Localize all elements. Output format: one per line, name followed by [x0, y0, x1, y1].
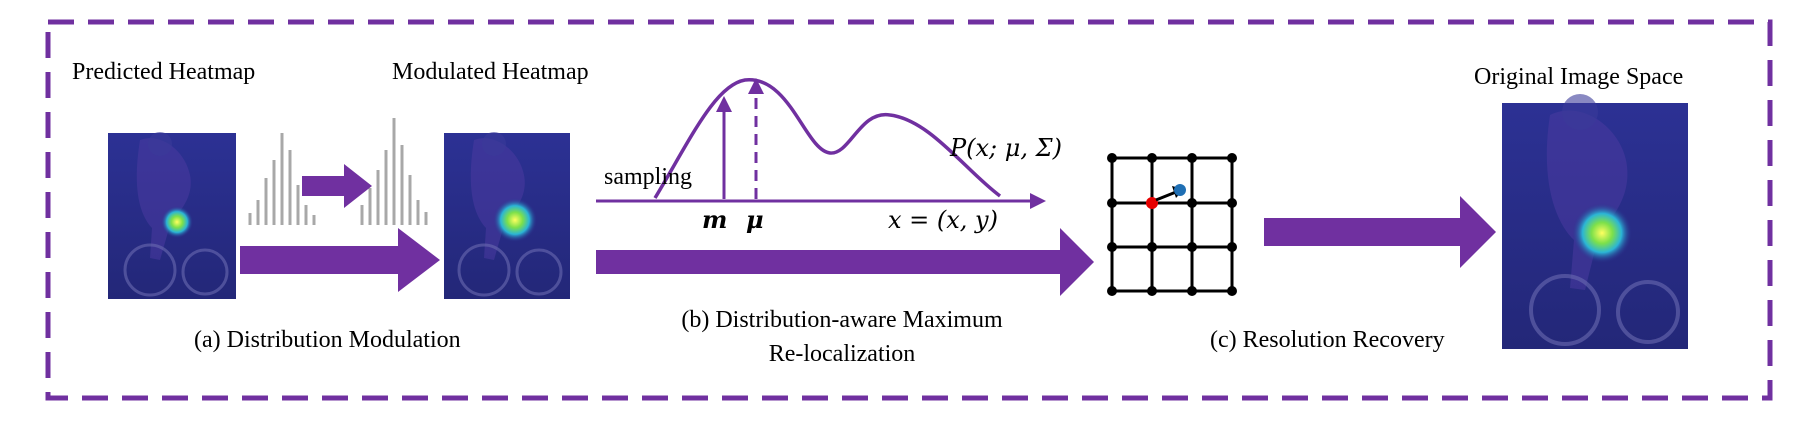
- step-b-label-line1: (b) Distribution-aware Maximum: [681, 307, 1003, 333]
- red-maximum-point: [1146, 197, 1158, 209]
- original-image: [1502, 94, 1688, 349]
- x-definition-label: x = (x, y): [888, 206, 998, 234]
- arrow-b-icon: [596, 228, 1094, 296]
- pdf-curve: [653, 78, 1002, 199]
- modulated-heatmap-label: Modulated Heatmap: [392, 59, 589, 85]
- histogram-before: [248, 133, 316, 225]
- refine-arrow: [1155, 190, 1177, 202]
- step-b-label-line2: Re-localization: [768, 341, 916, 367]
- grid-nodes: [1107, 153, 1237, 296]
- predicted-heatmap-image: [108, 132, 236, 299]
- sampling-label: sampling: [604, 164, 692, 190]
- original-image-space-label: Original Image Space: [1474, 64, 1684, 90]
- distribution-plot: [596, 78, 1046, 209]
- histogram-after: [360, 118, 428, 225]
- pdf-label: P(x; μ, Σ): [950, 134, 1062, 162]
- dashed-frame: [45, 19, 1773, 401]
- step-a-label: (a) Distribution Modulation: [194, 327, 461, 353]
- arrow-c-icon: [1264, 196, 1496, 268]
- step-c-label: (c) Resolution Recovery: [1210, 327, 1445, 353]
- pixel-grid: [1110, 156, 1234, 293]
- x-axis-arrowhead: [1030, 193, 1046, 209]
- blue-refined-point: [1174, 184, 1186, 196]
- m-label: m: [702, 205, 728, 234]
- modulated-heatmap-image: [444, 132, 570, 299]
- predicted-heatmap-label: Predicted Heatmap: [72, 59, 256, 85]
- mu-label: μ: [746, 205, 764, 234]
- small-arrow-icon: [302, 164, 372, 208]
- arrow-a-icon: [240, 228, 440, 292]
